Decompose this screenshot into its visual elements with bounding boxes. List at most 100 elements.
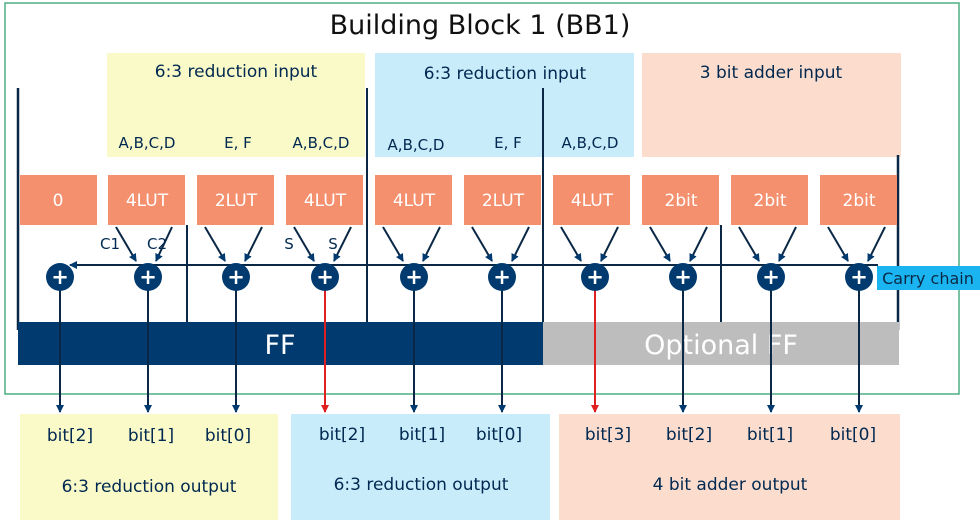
lut-label: 4LUT [304,191,347,211]
lut-box [197,175,274,225]
lut-box [20,175,97,225]
output-arrows [56,290,863,413]
ff-label: FF [264,330,295,361]
lut-label: 2bit [754,191,787,211]
adder-plus: + [51,265,69,289]
adder-plus: + [674,265,692,289]
input-label-5: E, F [494,134,522,152]
lut-label: 0 [53,191,64,211]
output-group-label-3: 4 bit adder output [653,475,808,495]
adder-circle [488,263,516,291]
lut-box [642,175,719,225]
input-arrow [115,226,137,262]
input-label-3: A,B,C,D [293,134,350,152]
lut-box [731,175,808,225]
lut-row: 0 4LUT 2LUT 4LUT 4LUT 2LUT 4LUT 2bit 2bi… [20,175,897,225]
lut-label: 2LUT [215,191,258,211]
input-arrow [244,226,263,262]
adder-plus: + [762,265,780,289]
input-label-4: A,B,C,D [388,136,445,154]
carry-chain-label: Carry chain [882,269,974,288]
signal-label-c2: C2 [147,235,167,253]
input-group-bg-3 [642,53,901,157]
adder-plus: + [227,265,245,289]
signal-label-s: S [284,235,294,253]
lut-label: 2bit [665,191,698,211]
adder-plus: + [493,265,511,289]
adder-circle [311,263,339,291]
output-bit: bit[3] [585,425,631,445]
building-block-frame [4,2,960,395]
input-arrow [155,226,173,262]
carry-chain-label-bg [877,266,980,290]
input-arrow [511,226,530,262]
adder-circle [669,263,697,291]
lut-label: 4LUT [126,191,169,211]
lut-label: 2LUT [482,191,525,211]
input-arrow [382,226,404,262]
output-bit: bit[1] [747,425,793,445]
input-arrow [827,226,849,262]
input-arrow [204,226,226,262]
input-arrow [560,226,582,262]
output-group-bg-1 [20,414,278,520]
adder-plus: + [139,265,157,289]
output-bit: bit[2] [319,425,365,445]
output-group-label-2: 6:3 reduction output [334,475,509,495]
lut-to-adder-arrows [115,226,886,262]
adder-circle [46,263,74,291]
adder-circle [757,263,785,291]
lut-box [553,175,630,225]
input-group-bg-1 [107,53,365,157]
input-label-2: E, F [224,134,252,152]
input-arrow [471,226,493,262]
output-bit: bit[0] [205,426,251,446]
lut-box [286,175,363,225]
signal-label-c1: C1 [100,235,120,253]
output-bit: bit[2] [47,426,93,446]
lut-label: 2bit [843,191,876,211]
output-bit: bit[0] [830,425,876,445]
input-label-1: A,B,C,D [119,134,176,152]
adder-circle [400,263,428,291]
adder-plus: + [316,265,334,289]
input-arrow [422,226,441,262]
lut-box [820,175,897,225]
output-group-bg-2 [291,414,550,520]
input-arrow [738,226,760,262]
input-arrow [867,226,886,262]
output-bit: bit[2] [666,425,712,445]
adder-circle [581,263,609,291]
output-bit: bit[1] [128,426,174,446]
adder-row: + + + + + + + + + + [46,263,873,291]
ff-bar [18,322,543,365]
lut-box [375,175,452,225]
lut-box [464,175,541,225]
input-group-label-2: 6:3 reduction input [424,64,587,84]
signal-label-s: S [328,235,338,253]
output-group-label-1: 6:3 reduction output [62,477,237,497]
lut-label: 4LUT [571,191,614,211]
input-group-bg-2 [375,53,634,157]
input-group-label-3: 3 bit adder input [700,63,843,83]
adder-plus: + [850,265,868,289]
input-arrow [600,226,619,262]
input-arrow [333,226,352,262]
output-group-bg-3 [559,414,900,520]
adder-circle [845,263,873,291]
adder-circle [134,263,162,291]
adder-plus: + [405,265,423,289]
optional-ff-label: Optional FF [644,330,798,361]
output-bit: bit[1] [399,425,445,445]
lut-label: 4LUT [393,191,436,211]
adder-plus: + [586,265,604,289]
adder-circle [222,263,250,291]
lut-box [108,175,185,225]
input-arrow [293,226,315,262]
diagram-title: Building Block 1 (BB1) [329,10,631,41]
input-label-6: A,B,C,D [562,134,619,152]
input-arrow [689,226,708,262]
input-arrow [778,226,797,262]
optional-ff-bar [543,322,899,365]
